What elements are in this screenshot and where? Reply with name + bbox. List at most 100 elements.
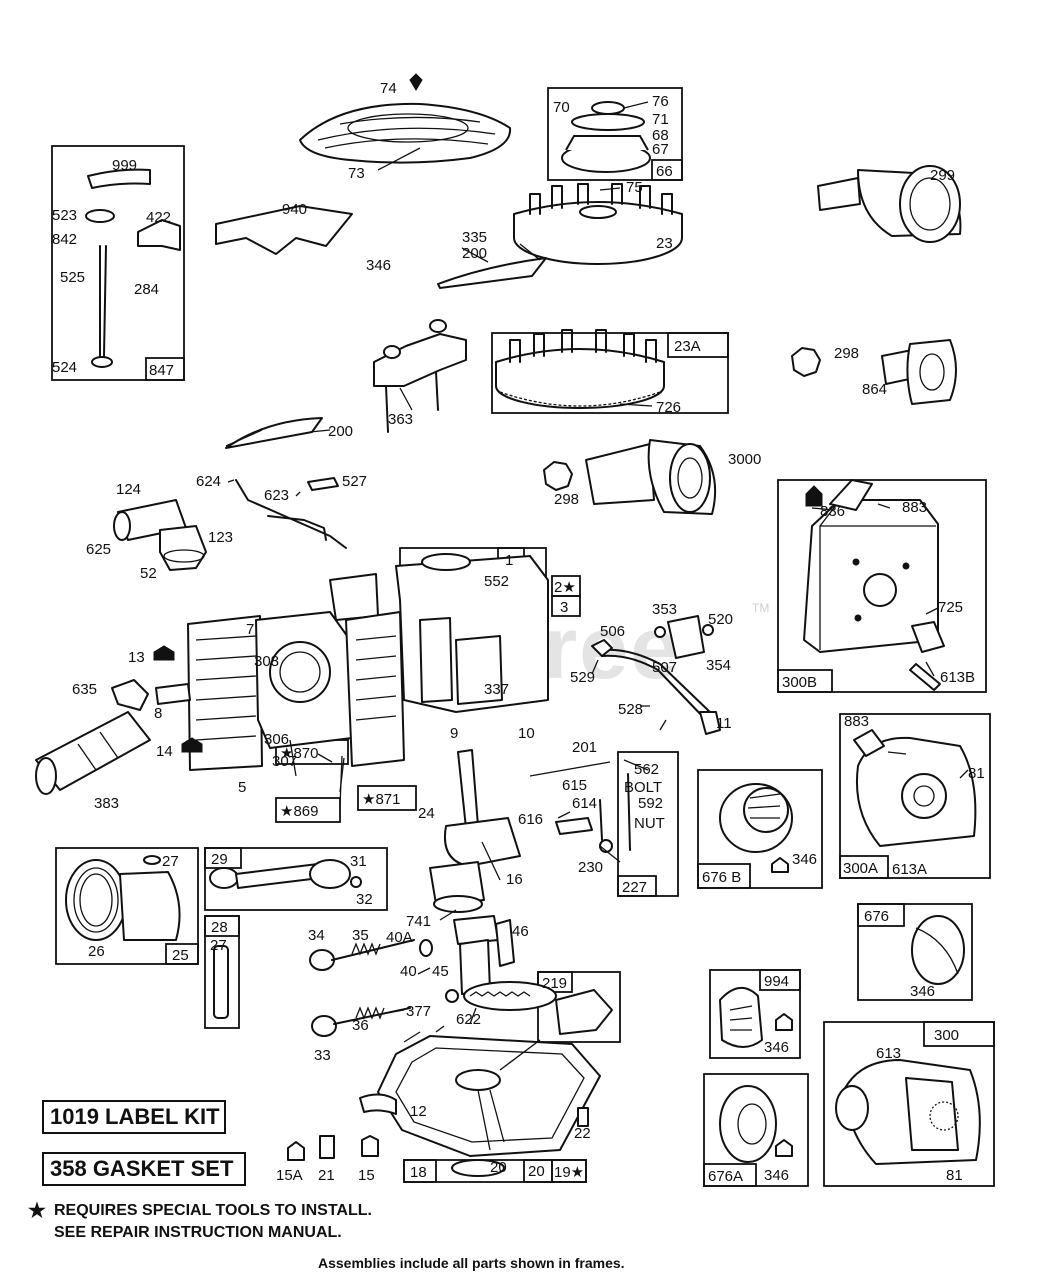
- callout-506: 506: [600, 623, 625, 640]
- frame-847: [51, 145, 185, 381]
- frame-label-994: 994: [764, 973, 789, 990]
- frame-label-300b: 300B: [782, 674, 817, 691]
- part-300a-muffler: [853, 729, 977, 847]
- callout-741: 741: [406, 913, 431, 930]
- frame-label-300a: 300A: [843, 860, 878, 877]
- part-300-muffler: [835, 1059, 981, 1165]
- callout-8: 337: [484, 681, 509, 698]
- part-346-bolt-994: [775, 1013, 793, 1031]
- callout-20-a: 20: [490, 1159, 507, 1176]
- part-624-link: [235, 479, 347, 549]
- label-kit-box: 1019 LABEL KIT: [42, 1100, 226, 1134]
- callout-16: 16: [506, 871, 523, 888]
- frame-300: [823, 1021, 995, 1187]
- frame-label-227: 227: [622, 879, 647, 896]
- callout-13: 13: [128, 649, 145, 666]
- part-635: [111, 679, 149, 711]
- frame-label-871: ★871: [362, 791, 400, 808]
- callout-624: 624: [196, 473, 221, 490]
- part-346-bolt-676a: [775, 1139, 793, 1157]
- frame-label-2: 2★: [554, 579, 576, 596]
- callout-300c: 3000: [728, 451, 761, 468]
- frame-label-29: 29: [211, 851, 228, 868]
- frame-300a: [839, 713, 991, 879]
- part-drawings: [35, 73, 981, 1177]
- callout-20-b: 20: [528, 1163, 545, 1180]
- callout-354: 354: [706, 657, 731, 674]
- callout-7: 7: [246, 621, 254, 638]
- callout-308: 308: [254, 653, 279, 670]
- callout-123: 123: [208, 529, 233, 546]
- frame-labels: 847 66 23A 300B 1 2★ 3 ★870 ★869 ★871 22…: [149, 163, 959, 1185]
- callout-labels: 74 76 70 71 68 67 73 75 999 422 523 842 …: [52, 80, 985, 1184]
- part-15: [361, 1135, 379, 1157]
- part-337: [155, 683, 191, 705]
- callout-383: 383: [94, 795, 119, 812]
- part-26-piston: [65, 855, 181, 941]
- frame-300b: [777, 479, 987, 693]
- part-300b-muffler: [803, 479, 945, 691]
- callout-346-676: 346: [910, 983, 935, 1000]
- callout-377: 377: [406, 1003, 431, 1020]
- special-tools-note-line1: REQUIRES SPECIAL TOOLS TO INSTALL.: [54, 1202, 372, 1219]
- callout-864: 864: [862, 381, 887, 398]
- part-21: [319, 1135, 335, 1159]
- callout-562: 562: [634, 761, 659, 778]
- part-11-fitting: [699, 711, 721, 735]
- part-676b-cover: [719, 783, 793, 853]
- part-994-guard: [719, 987, 763, 1048]
- frame-29: [204, 847, 388, 911]
- part-676a-cover: [719, 1085, 777, 1163]
- callout-52: 52: [140, 565, 157, 582]
- callout-45: 45: [432, 963, 449, 980]
- callout-31: 31: [350, 853, 367, 870]
- frame-676b: [697, 769, 823, 889]
- callout-622: 622: [456, 1011, 481, 1028]
- callout-346: 346: [366, 257, 391, 274]
- part-940-baffle: [215, 205, 353, 255]
- part-616-link: [555, 817, 593, 835]
- part-23a-flywheel: [495, 329, 665, 409]
- callout-46: 46: [512, 923, 529, 940]
- part-66-starter: [561, 101, 651, 173]
- part-298-nut: [791, 347, 821, 377]
- callout-298-lower: 298: [554, 491, 579, 508]
- frame-869: [275, 797, 341, 823]
- part-507-bracket: [667, 615, 705, 659]
- part-506: [654, 626, 666, 638]
- callout-363: 363: [388, 411, 413, 428]
- callout-623: 623: [264, 487, 289, 504]
- callout-40a: 40A: [386, 929, 413, 946]
- part-valves: [309, 939, 433, 1037]
- callout-353: 353: [652, 601, 677, 618]
- part-227-rod: [627, 773, 631, 851]
- callout-335: 335: [462, 229, 487, 246]
- callout-10: 10: [518, 725, 535, 742]
- callout-27-pin: 27: [210, 937, 227, 954]
- part-15a: [287, 1141, 305, 1161]
- part-300c-air-cleaner: [585, 439, 717, 515]
- callout-883-a: 883: [844, 713, 869, 730]
- frame-label-869: ★869: [280, 803, 318, 820]
- part-383-muffler: [35, 711, 151, 795]
- part-298-nut-lower: [543, 461, 573, 491]
- callout-527: 527: [342, 473, 367, 490]
- part-201-spring: [529, 761, 611, 777]
- frame-66: [547, 87, 683, 181]
- part-623-rod: [267, 515, 327, 541]
- callout-520: 520: [708, 611, 733, 628]
- frames: [51, 87, 995, 1187]
- callout-11: 11: [716, 715, 732, 732]
- callout-614: 614: [572, 795, 597, 812]
- callout-284: 284: [134, 281, 159, 298]
- callout-307: 307: [272, 753, 297, 770]
- frame-label-23a: 23A: [674, 338, 701, 355]
- part-engine-block: [187, 553, 549, 807]
- frame-25: [55, 847, 199, 965]
- part-200-vane-upper: [437, 257, 547, 289]
- part-219-governor: [555, 989, 613, 1035]
- callout-200-lower: 200: [328, 423, 353, 440]
- frame-label-219: 219: [542, 975, 567, 992]
- callout-346-b: 346: [792, 851, 817, 868]
